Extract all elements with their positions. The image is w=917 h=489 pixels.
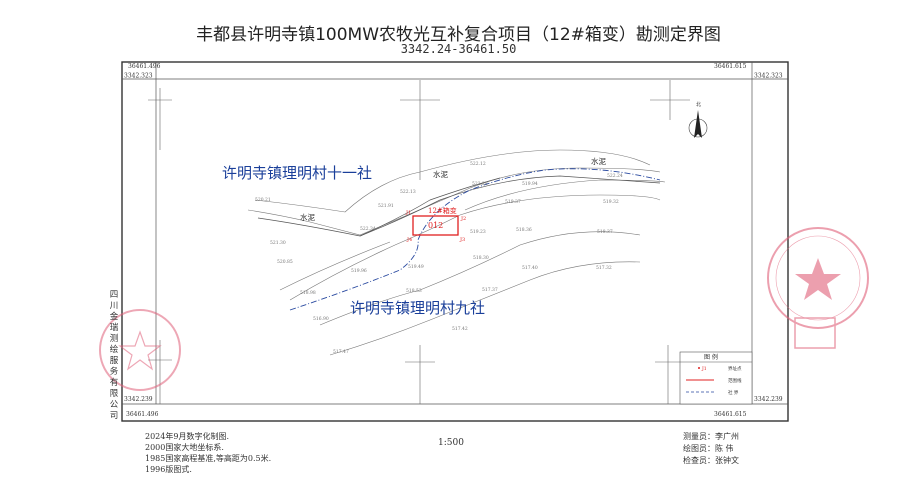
official-seal-stamp [767,227,869,349]
map-mark [694,110,702,138]
point-j3: J3 [459,237,465,243]
map-label: 522.24 [607,173,623,179]
map-label: 范围线 [728,377,742,384]
map-label: 522.13 [400,189,416,195]
map-mark [329,261,641,356]
legend: 图 例 J1 界址点 范围线 社 界 [679,351,753,405]
map-title: 丰都县许明寺镇100MW农牧光互补复合项目（12#箱变）勘测定界图 [196,25,721,45]
outer-frame [121,61,789,422]
map-label: 519.32 [603,199,619,205]
grid-crosses [148,80,690,404]
map-mark [767,227,869,329]
notes: 2024年9月数字化制图. 2000国家大地坐标系. 1985国家高程基准,等高… [145,431,271,475]
north-arrow-icon: 北 [688,101,708,138]
map-label: 北 [696,101,701,108]
village-name-north: 许明寺镇理明村十一社 [222,164,372,182]
company-name: 四川金瑞测绘服务有限公司 [109,290,119,421]
map-mark [795,258,841,300]
elevation-points: 522.12 522.13 520.21 522.24 522.28 519.9… [255,161,623,355]
map-label: 519.37 [505,199,521,205]
map-label: 518.98 [300,290,316,296]
map-label: 517.40 [522,265,538,271]
note: 2000国家大地坐标系. [145,443,224,452]
map-label: 520.21 [255,197,271,203]
map-label: 519.23 [470,229,486,235]
coord-bottom-left-x: 36461.496 [126,411,159,418]
map-label: 522.12 [470,161,486,167]
map-label: 518.37 [597,229,613,235]
map-label: 522.28 [472,181,488,187]
coord-bottom-right-y: 3342.239 [754,396,783,403]
map-mark [254,149,651,213]
village-boundary-line [289,168,661,311]
map-label: 519.94 [522,181,538,187]
point-j1: J1 [405,210,411,216]
map-label: 界址点 [728,365,742,372]
map-mark [775,235,861,321]
coord-bottom-left-y: 3342.239 [124,396,153,403]
note: 1996版图式. [145,465,192,474]
map-label: 521.91 [378,203,394,209]
map-mark [794,317,836,349]
map-mark [289,194,661,301]
map-label: 517.42 [452,326,468,332]
map-label: 516.90 [313,316,329,322]
map-mark [279,241,391,291]
map-label: 517.37 [482,287,498,293]
map-scale: 1:500 [438,438,464,448]
village-name-south: 许明寺镇理明村九社 [350,299,485,317]
map-mark [257,175,661,237]
map-mark [247,167,661,236]
map-label: 522.34 [360,226,376,232]
map-label: 518.36 [516,227,532,233]
map-label: 图 例 [704,353,718,361]
map-mark [698,367,700,369]
map-sheet-number: 3342.24-36461.50 [400,42,517,56]
map-label: 社 界 [728,389,739,396]
surface-label: 水泥 [300,212,315,222]
map-mark [359,177,501,237]
map-mark [679,351,753,405]
map-label: 519.96 [351,268,367,274]
map-label: 521.30 [270,240,286,246]
contour-lines [247,149,666,356]
point-j2: J2 [460,216,466,222]
parcel-label: 12#箱变 [428,206,457,215]
coord-top-right-y: 3342.323 [754,73,783,80]
map-label: 517.32 [596,265,612,271]
map-label: 518.53 [406,288,422,294]
parcel-boundary [412,215,459,236]
staff-list: 测量员：李广州 绘图员：陈 伟 检查员：张钟文 [683,431,739,467]
company-seal-stamp [99,309,181,391]
map-mark [319,231,641,326]
surface-label: 水泥 [591,156,606,166]
surface-label: 水泥 [433,169,448,179]
surveyor: 测量员：李广州 [683,432,739,441]
drafter: 绘图员：陈 伟 [683,444,734,453]
map-label: 520.85 [277,259,293,265]
coord-top-left-x: 36461.496 [128,63,161,70]
slope-lines [257,175,661,237]
map-mark [118,330,162,371]
map-mark [464,179,666,211]
inspector: 检查员：张钟文 [683,456,739,465]
map-label: 517.47 [333,349,349,355]
map-label: J1 [701,366,707,372]
note: 1985国家高程基准,等高距为0.5米. [145,454,272,463]
point-j4: J4 [406,237,412,243]
note: 2024年9月数字化制图. [145,432,229,441]
coord-top-right-x: 36461.615 [714,63,747,70]
map-mark [99,309,181,391]
map-label: 518.30 [473,255,489,261]
coord-top-left-y: 3342.323 [124,73,153,80]
parcel-id: 012 [428,221,443,230]
map-label: 519.49 [408,264,424,270]
coord-bottom-right-x: 36461.615 [714,411,747,418]
